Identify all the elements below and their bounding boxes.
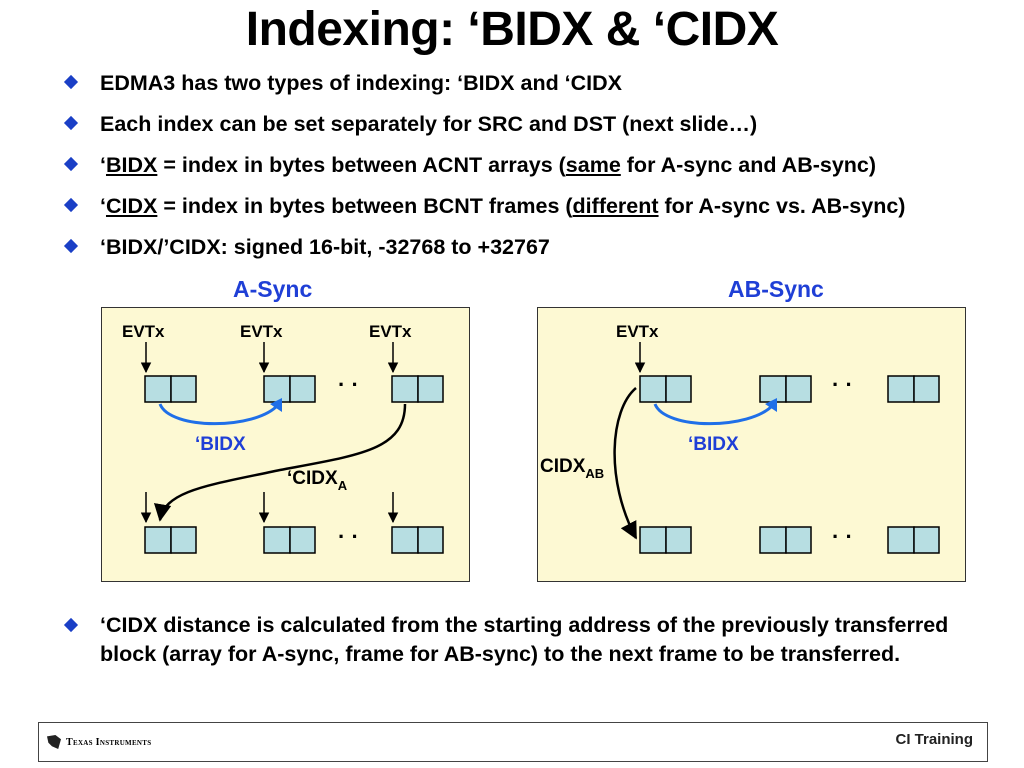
cidx-ab-arrow [613,387,638,540]
bidx-arrowhead [270,398,282,412]
cidx-ab-label: CIDXAB [540,456,604,481]
bullet-text: ‘BIDX/’CIDX: signed 16-bit, -32768 to +3… [100,235,550,259]
bullet-text-segment: Each index can be set separately for SRC… [100,112,758,136]
array-block [391,526,444,554]
bottom-bullet: ‘CIDX distance is calculated from the st… [62,611,1000,669]
slide-title: Indexing: ‘BIDX & ‘CIDX [245,3,779,56]
ab-sync-label: AB-Sync [728,276,824,302]
bullet-text: EDMA3 has two types of indexing: ‘BIDX a… [100,71,622,95]
underlined-term: BIDX [105,153,158,177]
evtx-label: EVTx [122,322,165,341]
bullet-text-segment: ‘BIDX/’CIDX: signed 16-bit, -32768 to +3… [100,235,550,259]
bullet-item: ‘CIDX = index in bytes between BCNT fram… [62,193,1002,234]
underlined-term: same [565,153,621,177]
array-block [887,526,940,554]
bullet-item: ‘BIDX = index in bytes between ACNT arra… [62,152,1002,193]
array-block [639,375,692,403]
ellipsis: · · [338,372,359,397]
ti-logo-text: Texas Instruments [66,736,152,748]
array-block [639,526,692,554]
bidx-arrow [158,403,280,426]
underlined-term: CIDX [105,194,158,218]
evtx-label: EVTx [240,322,283,341]
bullet-text-segment: ‘ [100,194,106,218]
array-block [263,526,316,554]
ellipsis: · · [832,524,853,549]
underlined-term: different [572,194,659,218]
bullet-item: EDMA3 has two types of indexing: ‘BIDX a… [62,70,1002,111]
bullet-item: ‘BIDX/’CIDX: signed 16-bit, -32768 to +3… [62,234,1002,275]
bullet-text-segment: for A-sync vs. AB-sync) [658,194,906,218]
ellipsis: · · [832,372,853,397]
array-block [144,375,197,403]
ab-sync-diagram: EVTx · · ‘BIDX CIDXAB · · [540,322,940,554]
cidx-a-label: ‘CIDXA [287,468,348,493]
bullet-text: ‘BIDX = index in bytes between ACNT arra… [100,153,876,177]
array-block [759,526,812,554]
bidx-arrow [653,403,775,426]
array-block [144,526,197,554]
evtx-label: EVTx [616,322,659,341]
bullet-text-segment: for A-sync and AB-sync) [620,153,877,177]
array-block [887,375,940,403]
bullet-text-segment: = index in bytes between BCNT frames ( [157,194,573,218]
bullet-text: Each index can be set separately for SRC… [100,112,757,136]
bullet-text: ‘CIDX = index in bytes between BCNT fram… [100,194,905,218]
bullet-text-segment: EDMA3 has two types of indexing: ‘BIDX a… [100,71,623,95]
a-sync-diagram: EVTx EVTx EVTx · · ‘BIDX ‘CIDXA [122,322,444,554]
array-block [391,375,444,403]
bullet-list: EDMA3 has two types of indexing: ‘BIDX a… [62,70,1002,275]
footer-bar: Texas Instruments CI Training [38,722,988,762]
footer-ci-training: CI Training [895,731,973,748]
bidx-arrowhead [765,398,777,412]
bullet-text-segment: = index in bytes between ACNT arrays ( [157,153,566,177]
array-block [263,375,316,403]
ti-logo: Texas Instruments [47,735,151,749]
cidx-a-arrow [153,403,407,522]
bullet-item: Each index can be set separately for SRC… [62,111,1002,152]
array-block [759,375,812,403]
bullet-text-segment: ‘ [100,153,106,177]
bidx-label: ‘BIDX [688,434,739,455]
diamond-bullet-icon [63,617,79,633]
bottom-bullet-text: ‘CIDX distance is calculated from the st… [100,613,949,666]
bidx-label: ‘BIDX [195,434,246,455]
evtx-label: EVTx [369,322,412,341]
ellipsis: · · [338,524,359,549]
a-sync-label: A-Sync [233,276,313,302]
texas-state-icon [47,735,61,749]
